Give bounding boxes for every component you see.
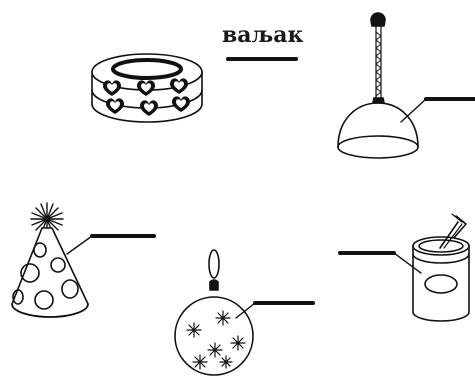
- pointer-line-can: [393, 252, 422, 274]
- tape-roll-icon: [91, 53, 203, 123]
- ornament-icon: [174, 249, 254, 376]
- pointer-line-hat: [66, 235, 93, 255]
- answer-label-tape: ваљак: [222, 22, 304, 48]
- pointer-line-ornament: [235, 302, 256, 319]
- pointer-line-lamp: [400, 98, 427, 123]
- party-hat-icon: [11, 202, 89, 318]
- tape-hearts: [103, 78, 190, 116]
- soda-can-icon: [412, 213, 470, 322]
- snowflake-icons: [186, 310, 246, 370]
- pendant-lamp-icon: [337, 12, 419, 159]
